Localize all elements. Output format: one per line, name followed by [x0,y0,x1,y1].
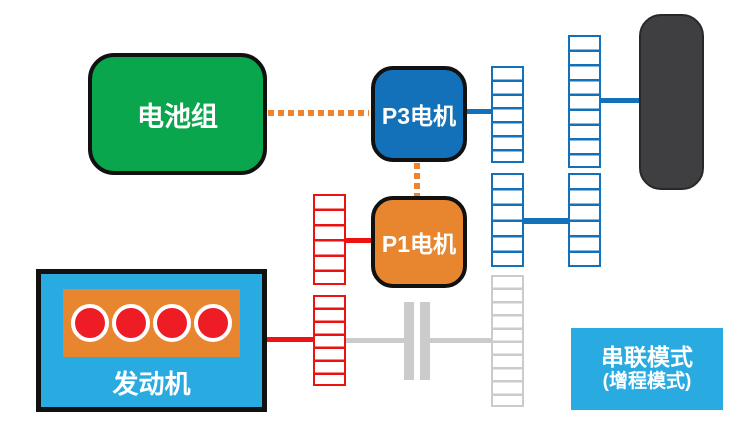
reduction-gear-link-line [522,218,570,224]
gear-reduction-right-icon [568,173,601,267]
cylinder-icon [112,304,150,342]
clutch-icon [420,302,430,380]
gear-to-wheel-line [599,98,641,103]
gear-engine-icon [313,295,346,386]
p3-to-p1-dotted-line [414,163,420,196]
mode-badge: 串联模式 (增程模式) [571,328,723,410]
engine-box: 发动机 [36,269,267,412]
p1-motor-box: P1电机 [371,196,467,288]
engine-label: 发动机 [112,369,191,399]
p3-motor-box: P3电机 [371,66,467,162]
gear-to-p1-line [344,238,374,243]
cylinder-icon [71,304,109,342]
gear-countershaft-icon [568,35,601,168]
mode-badge-line1: 串联模式 [601,343,693,370]
p3-to-gear-line [465,109,493,114]
battery-box: 电池组 [88,53,267,175]
gear-reduction-left-icon [491,173,524,267]
clutch-to-gear-line [429,338,493,343]
cylinder-icon [194,304,232,342]
engine-to-gear-line [265,337,315,342]
clutch-icon [404,302,414,380]
wheel-icon [639,14,704,190]
p3-motor-label: P3电机 [381,103,457,129]
p1-motor-label: P1电机 [381,231,457,257]
battery-label: 电池组 [137,101,218,132]
gear-to-clutch-line [344,338,406,343]
mode-badge-line2: (增程模式) [602,371,692,393]
gear-p3-output-icon [491,66,524,163]
engine-block [63,289,240,357]
gear-output-gray-icon [491,275,524,407]
gear-p1-icon [313,194,346,285]
battery-to-p3-dotted-line [268,110,369,116]
cylinder-icon [153,304,191,342]
